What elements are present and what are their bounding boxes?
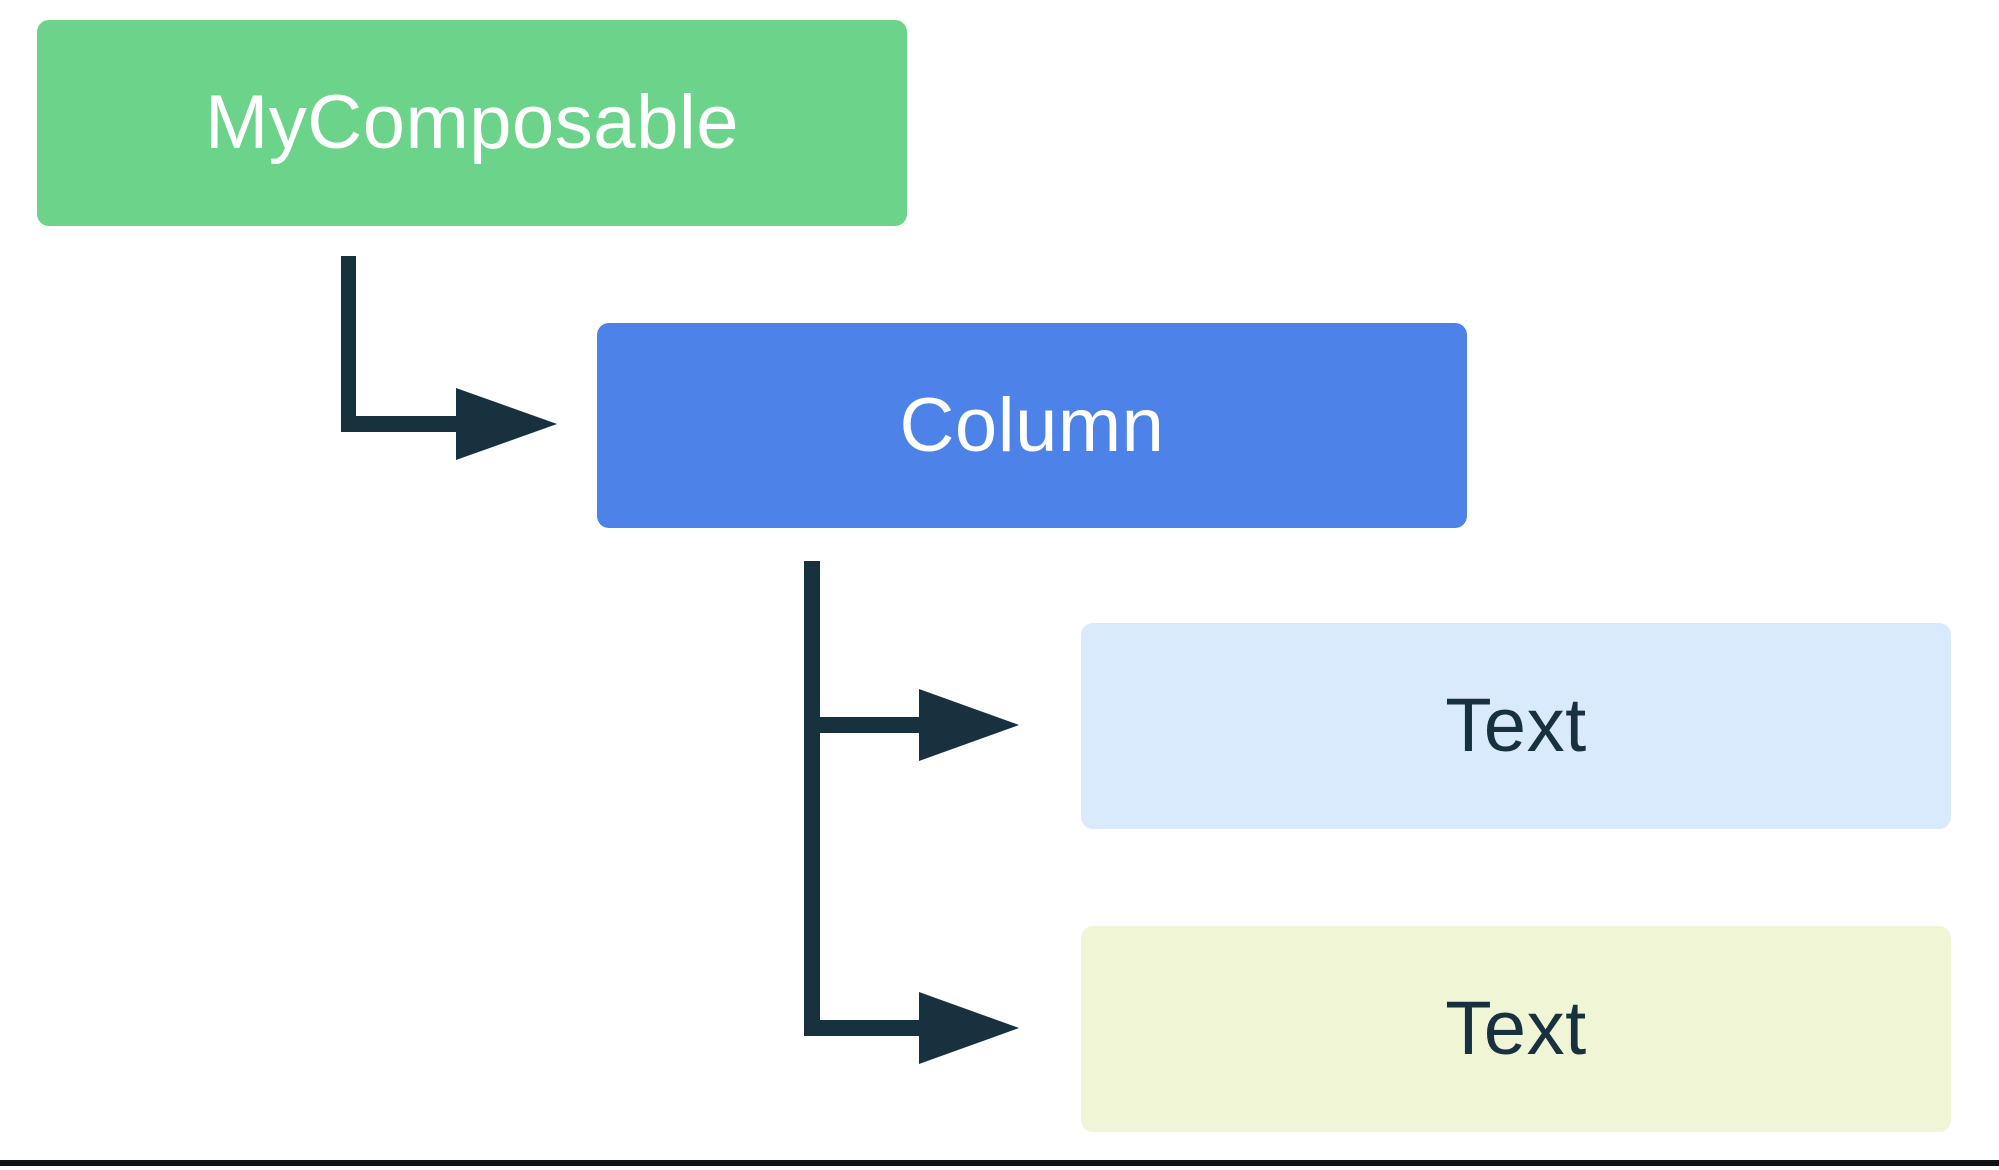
connector-column-children-vertical-line — [804, 561, 820, 1036]
connector-mycomposable-column-horizontal-line — [341, 416, 456, 432]
node-column: Column — [597, 323, 1467, 528]
node-mycomposable-label: MyComposable — [205, 80, 739, 165]
node-column-label: Column — [899, 382, 1165, 468]
node-text-1: Text — [1081, 623, 1951, 829]
connector-column-text2-horizontal-line — [804, 1020, 919, 1036]
connector-mycomposable-column-vertical-line — [341, 256, 356, 432]
arrowhead-icon — [456, 388, 557, 460]
node-text-1-label: Text — [1445, 683, 1587, 768]
node-text-2: Text — [1081, 926, 1951, 1132]
node-mycomposable: MyComposable — [37, 20, 907, 226]
connector-column-text1-horizontal-line — [804, 717, 919, 733]
bottom-divider — [0, 1160, 1999, 1166]
arrowhead-icon — [919, 689, 1019, 761]
arrowhead-icon — [919, 992, 1019, 1064]
node-text-2-label: Text — [1445, 986, 1587, 1071]
